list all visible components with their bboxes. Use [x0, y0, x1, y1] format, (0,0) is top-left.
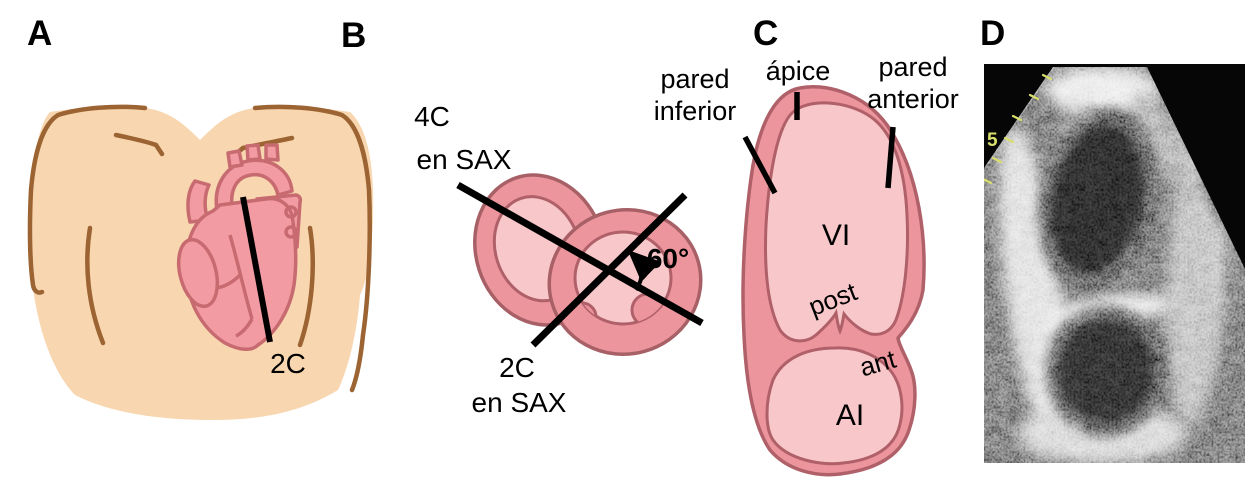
ultrasound-image: 5 — [984, 64, 1245, 463]
pointer-ticks — [742, 92, 896, 195]
left-clavicle-line — [113, 132, 165, 157]
heart-illustration — [176, 143, 303, 351]
apex-label: ápice — [765, 56, 831, 86]
echo-chamber-cores — [1050, 124, 1154, 423]
right-shoulder-arm-line — [252, 104, 372, 393]
left-atrium-cavity — [765, 346, 904, 466]
heart-arch-stub-2 — [245, 143, 262, 162]
anterior-wall-tick — [885, 126, 896, 189]
heart-arch-stub-3 — [264, 143, 280, 162]
scan-line-2c — [240, 196, 273, 343]
rotation-arrow — [627, 249, 661, 292]
panel-a-letter: A — [27, 14, 53, 53]
inferior-wall-label: pared inferior — [653, 64, 737, 127]
right-clavicle-line — [234, 135, 295, 156]
left-shoulder-arm-line — [27, 104, 148, 295]
left-armpit-line — [85, 225, 106, 346]
scan-line-2c-label: 2C — [270, 348, 306, 379]
plane-line-2c — [530, 192, 688, 348]
panel-d-letter: D — [980, 14, 1006, 53]
panel-b-letter: B — [341, 16, 367, 55]
plane-2c-sublabel: en SAX — [471, 387, 567, 418]
left-ventricle-cavity — [764, 101, 910, 343]
plane-4c-label: 4C — [414, 101, 450, 132]
left-ventricle-label: VI — [821, 219, 851, 252]
depth-marker-label: 5 — [987, 130, 998, 151]
rotation-angle-label: 60° — [646, 243, 690, 274]
plane-4c-sublabel: en SAX — [416, 144, 512, 175]
plane-line-4c — [456, 181, 704, 327]
heart-aortic-arch — [214, 158, 294, 212]
torso-illustration — [27, 104, 374, 421]
coronary-creases — [215, 205, 298, 338]
heart-arch-stub-1 — [226, 149, 244, 169]
sax-rings-illustration — [456, 173, 704, 357]
two-chamber-diagram — [741, 84, 926, 477]
torso-outlines — [27, 104, 372, 393]
left-atrium-label: AI — [835, 399, 865, 432]
inferior-wall-tick — [742, 135, 778, 195]
right-armpit-line — [297, 225, 315, 348]
plane-2c-label: 2C — [499, 352, 535, 383]
ultrasound-render: 5 — [984, 64, 1245, 463]
anterior-wall-label: pared anterior — [867, 52, 959, 115]
panel-c-letter: C — [753, 14, 779, 53]
depth-tick-marks — [984, 73, 1053, 185]
heart-atrial-lobe — [176, 237, 220, 309]
